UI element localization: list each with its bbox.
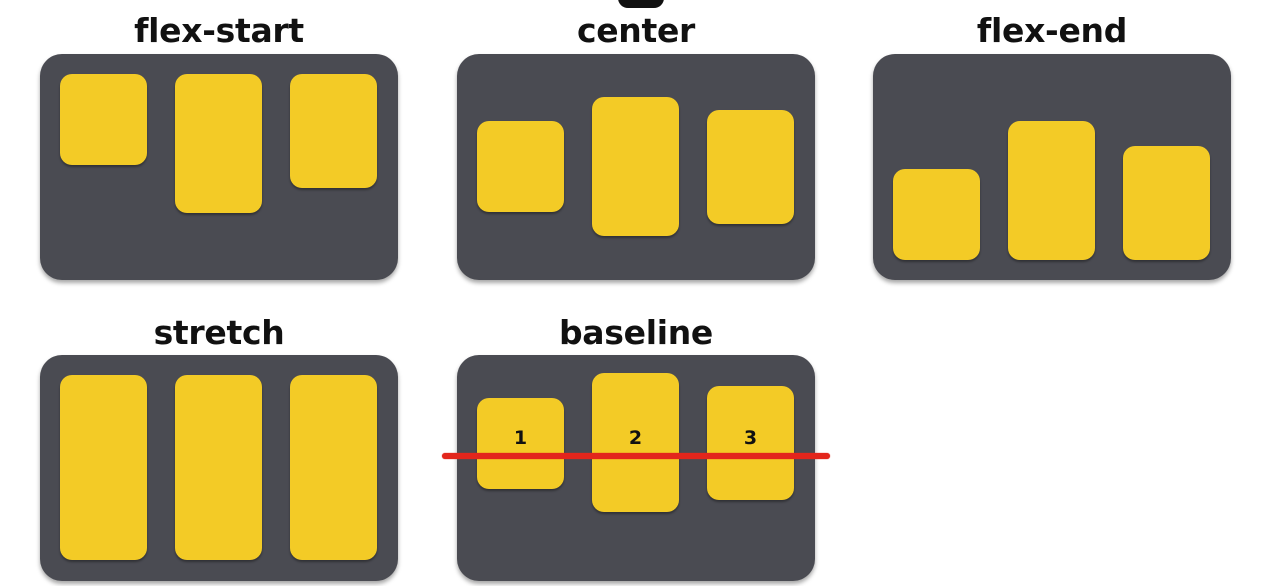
clipped-title-glyph xyxy=(618,0,664,8)
flex-end-item-2 xyxy=(1008,121,1095,260)
center-item-3 xyxy=(707,110,794,224)
baseline-item-3: 3 xyxy=(707,386,794,500)
label-baseline: baseline xyxy=(558,313,713,352)
flex-end-item-1 xyxy=(893,169,980,260)
stretch-item-1 xyxy=(60,375,147,560)
panel-flex-start xyxy=(40,54,398,280)
center-item-1 xyxy=(477,121,564,212)
label-flex-start: flex-start xyxy=(134,11,304,50)
label-stretch: stretch xyxy=(153,313,285,352)
baseline-item-1: 1 xyxy=(477,398,564,489)
label-flex-end: flex-end xyxy=(976,11,1128,50)
center-item-2 xyxy=(592,97,679,236)
flex-end-item-3 xyxy=(1123,146,1210,260)
baseline-item-2: 2 xyxy=(592,373,679,512)
baseline-item-1-number: 1 xyxy=(513,427,528,449)
baseline-item-3-number: 3 xyxy=(743,427,758,449)
flex-start-item-1 xyxy=(60,74,147,165)
stretch-item-2 xyxy=(175,375,262,560)
baseline-red-line xyxy=(442,453,830,459)
flex-start-item-3 xyxy=(290,74,377,188)
baseline-item-2-number: 2 xyxy=(628,427,643,449)
flex-start-item-2 xyxy=(175,74,262,213)
panel-center xyxy=(457,54,815,280)
panel-flex-end xyxy=(873,54,1231,280)
label-center: center xyxy=(576,11,696,50)
panel-stretch xyxy=(40,355,398,581)
stretch-item-3 xyxy=(290,375,377,560)
panel-baseline: 1 2 3 xyxy=(457,355,815,581)
